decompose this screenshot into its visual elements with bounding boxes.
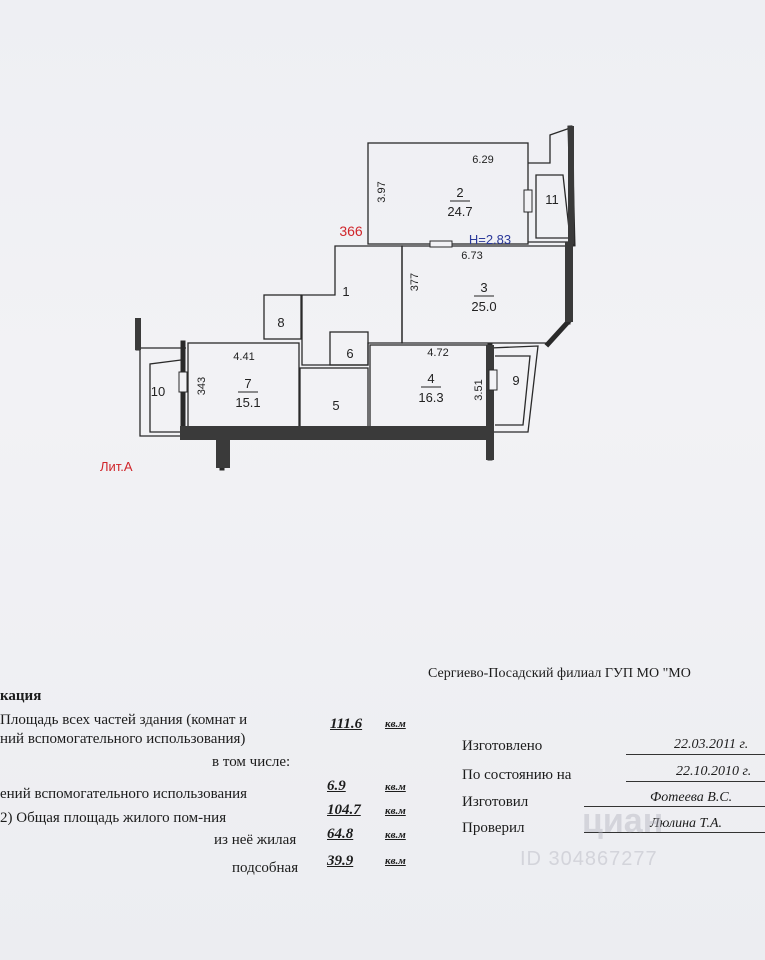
room-4-number: 4 <box>427 371 434 386</box>
room-3-number: 3 <box>480 280 487 295</box>
balcony-9-outline <box>489 345 539 433</box>
made-value: 22.03.2011 г. <box>674 737 749 752</box>
total-area-value: 111.6 <box>330 716 363 732</box>
room-7-area: 15.1 <box>235 395 260 410</box>
balcony-11-outline <box>528 126 575 243</box>
room-4-width: 4.72 <box>427 347 448 359</box>
state-value: 22.10.2010 г. <box>676 764 752 779</box>
balcony-10-wall <box>135 318 141 350</box>
living-total-value: 104.7 <box>327 802 361 818</box>
room-6-number: 6 <box>346 346 353 361</box>
state-label: По состоянию на <box>462 767 572 783</box>
room-8-number: 8 <box>277 315 284 330</box>
room-3-height: 377 <box>409 273 421 291</box>
room-7-number: 7 <box>244 376 251 391</box>
room-4-height: 3.51 <box>473 379 485 400</box>
room-2-area: 24.7 <box>447 204 472 219</box>
made-underline <box>626 754 765 755</box>
maker-underline <box>584 806 765 807</box>
room-9-number: 9 <box>512 373 519 388</box>
unit-2: кв.м <box>385 781 406 793</box>
letter-label: Лит.А <box>100 459 133 474</box>
room-11-number: 11 <box>545 192 559 207</box>
room-5-number: 5 <box>332 398 339 413</box>
balcony-10-inner <box>149 359 182 433</box>
room-4-area: 16.3 <box>418 390 443 405</box>
organization-name: Сергиево-Посадский филиал ГУП МО "МО <box>428 666 691 681</box>
expl-line3: 2) Общая площадь жилого пом-ния <box>0 810 227 826</box>
maker-label: Изготовил <box>462 794 529 810</box>
expl-line5: подсобная <box>232 860 299 876</box>
room-10-number: 10 <box>151 384 165 399</box>
unit-3: кв.м <box>385 805 406 817</box>
utility-value: 39.9 <box>327 853 354 869</box>
ceiling-height: H=2.83 <box>469 232 511 247</box>
outer-wall-south <box>180 426 493 440</box>
room-6-outline <box>329 331 369 366</box>
room-7-height: 343 <box>196 377 208 395</box>
room-3-width: 6.73 <box>461 250 482 262</box>
unit-4: кв.м <box>385 829 406 841</box>
room-2-height: 3.97 <box>376 181 388 202</box>
balcony-11-wall <box>568 126 574 244</box>
living-value: 64.8 <box>327 826 354 842</box>
outer-wall-east <box>486 345 494 460</box>
room-3-area: 25.0 <box>471 299 496 314</box>
expl-line1b: ний вспомогательного использования) <box>0 731 246 747</box>
section-title: кация <box>0 688 42 704</box>
aux-area-value: 6.9 <box>327 778 346 794</box>
room-2-outline <box>367 142 529 245</box>
room-2-width: 6.29 <box>472 154 493 166</box>
watermark-id: ID 304867277 <box>520 848 658 870</box>
expl-line2: ений вспомогательного использования <box>0 786 248 802</box>
checker-label: Проверил <box>462 820 525 836</box>
balcony-10-outline <box>139 347 186 437</box>
expl-line1a: Площадь всех частей здания (комнат и <box>0 712 248 728</box>
checker-value: Люлина Т.А. <box>650 816 723 831</box>
expl-line4: из неё жилая <box>214 832 297 848</box>
room-1-number: 1 <box>342 284 349 299</box>
wall-stub <box>216 436 230 468</box>
maker-value: Фотеева В.С. <box>650 790 733 805</box>
room-2-number: 2 <box>456 185 463 200</box>
balcony-9-inner <box>495 355 531 426</box>
checker-underline <box>584 832 765 833</box>
watermark-brand: циан <box>582 802 664 840</box>
room-3-east-wall <box>565 242 573 322</box>
door-dimension: 366 <box>339 223 363 239</box>
expl-incl: в том числе: <box>212 754 291 770</box>
unit-5: кв.м <box>385 855 406 867</box>
floor-plan-drawing: 2 24.7 6.29 3.97 3 25.0 6.73 377 4 16.3 … <box>100 125 576 474</box>
room-8-outline <box>263 294 302 340</box>
made-label: Изготовлено <box>462 738 543 754</box>
room-7-width: 4.41 <box>233 351 254 363</box>
state-underline <box>626 781 765 782</box>
unit-1: кв.м <box>385 718 406 730</box>
